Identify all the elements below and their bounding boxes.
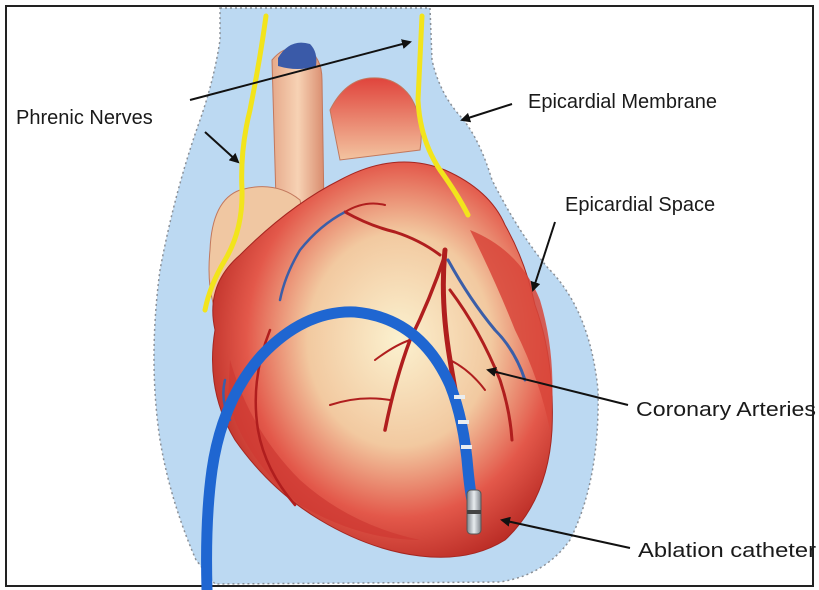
label-ablation-catheter: Ablation catheter: [638, 540, 816, 562]
catheter-tip-band: [467, 510, 481, 514]
label-phrenic-nerves: Phrenic Nerves: [16, 107, 153, 129]
label-epicardial-membrane: Epicardial Membrane: [528, 91, 717, 113]
label-coronary-arteries: Coronary Arteries: [636, 399, 816, 421]
label-epicardial-space: Epicardial Space: [565, 194, 715, 216]
arrow-epicardial-membrane: [462, 104, 512, 120]
